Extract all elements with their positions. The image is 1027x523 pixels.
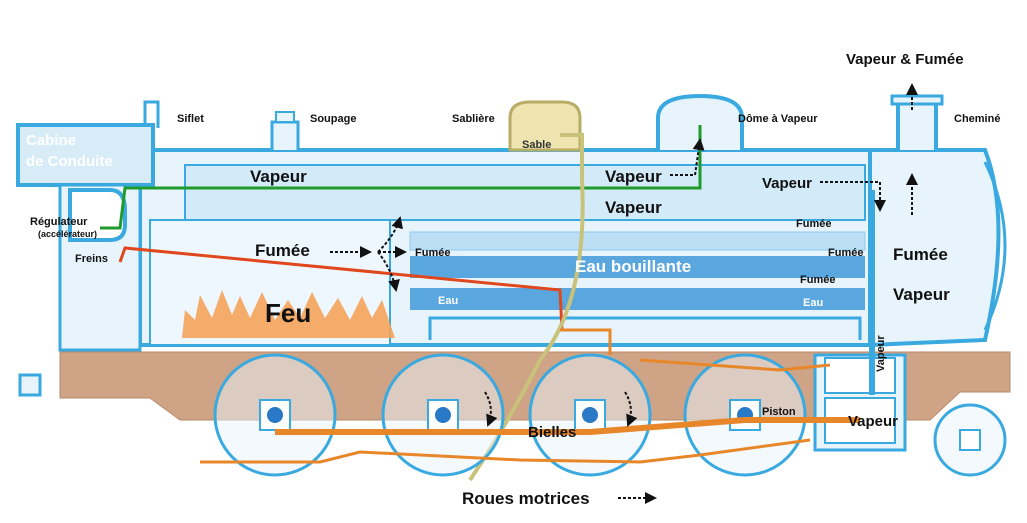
piston-label: Piston [762,406,796,418]
soupape-label: Soupage [310,113,356,125]
eau-label: Eau [803,297,823,309]
chimney-cap [890,94,944,106]
steam-space [184,164,866,221]
wheel [381,353,505,477]
brake-line [118,246,564,331]
valve-gear [200,328,831,464]
steam-dome [656,93,744,150]
eau-bouillante-label: Eau bouillante [575,257,691,276]
dome-vapeur-label: Dôme à Vapeur [738,113,818,125]
cheminee-label: Cheminé [954,113,1000,125]
vapeur-label: Vapeur [250,167,307,186]
vapeur-label: Vapeur [762,175,812,192]
fumee-label: Fumée [415,247,450,259]
vapeur-label: Vapeur [605,167,662,186]
tube-eau [410,288,865,310]
fumee-label: Fumée [255,241,310,260]
fumee-label: Fumée [828,247,863,259]
fumee-label: Fumée [796,218,831,230]
steam-chest [824,357,896,394]
sabliere-label: Sablière [452,113,495,125]
cabine-label: Cabine [26,132,76,149]
chimney [896,100,938,150]
bogie-wheel [933,403,1007,477]
vapeur-cylinder-label: Vapeur [848,413,898,430]
safety-valve-cap [275,111,295,123]
whistle [143,100,160,128]
sable-label: Sable [522,139,551,151]
connecting-rod [275,417,860,435]
fire-flames [182,290,395,338]
smokebox [868,148,1001,348]
regulateur-label: Régulateur [30,216,88,228]
tube-fumee [409,231,866,251]
vapeur-vertical-label: Vapeur [875,335,887,372]
sand-dome [508,100,582,152]
freins-label: Freins [75,253,108,265]
tube-eau-bouillante [410,256,865,278]
roues-motrices-label: Roues motrices [462,489,590,508]
cabine-label-2: de Conduite [26,153,113,170]
fumee-label: Fumée [893,245,948,264]
bielles-label: Bielles [528,424,576,441]
vapeur-fumee-label: Vapeur & Fumée [846,51,964,68]
vapeur-label: Vapeur [605,198,662,217]
smokebox-door [983,161,1007,331]
water-jacket [428,316,862,340]
sifflet-label: Siflet [177,113,204,125]
feu-label: Feu [265,298,311,328]
vapeur-label: Vapeur [893,285,950,304]
steam-pipe [100,125,702,230]
wheel [528,353,652,477]
accelerateur-label: (accélérateur) [38,229,97,239]
fumee-label: Fumée [800,274,835,286]
safety-valve [270,120,300,150]
wheel [213,353,337,477]
eau-label: Eau [438,295,458,307]
front-buffer [18,373,42,397]
cabin-roof [16,123,155,187]
